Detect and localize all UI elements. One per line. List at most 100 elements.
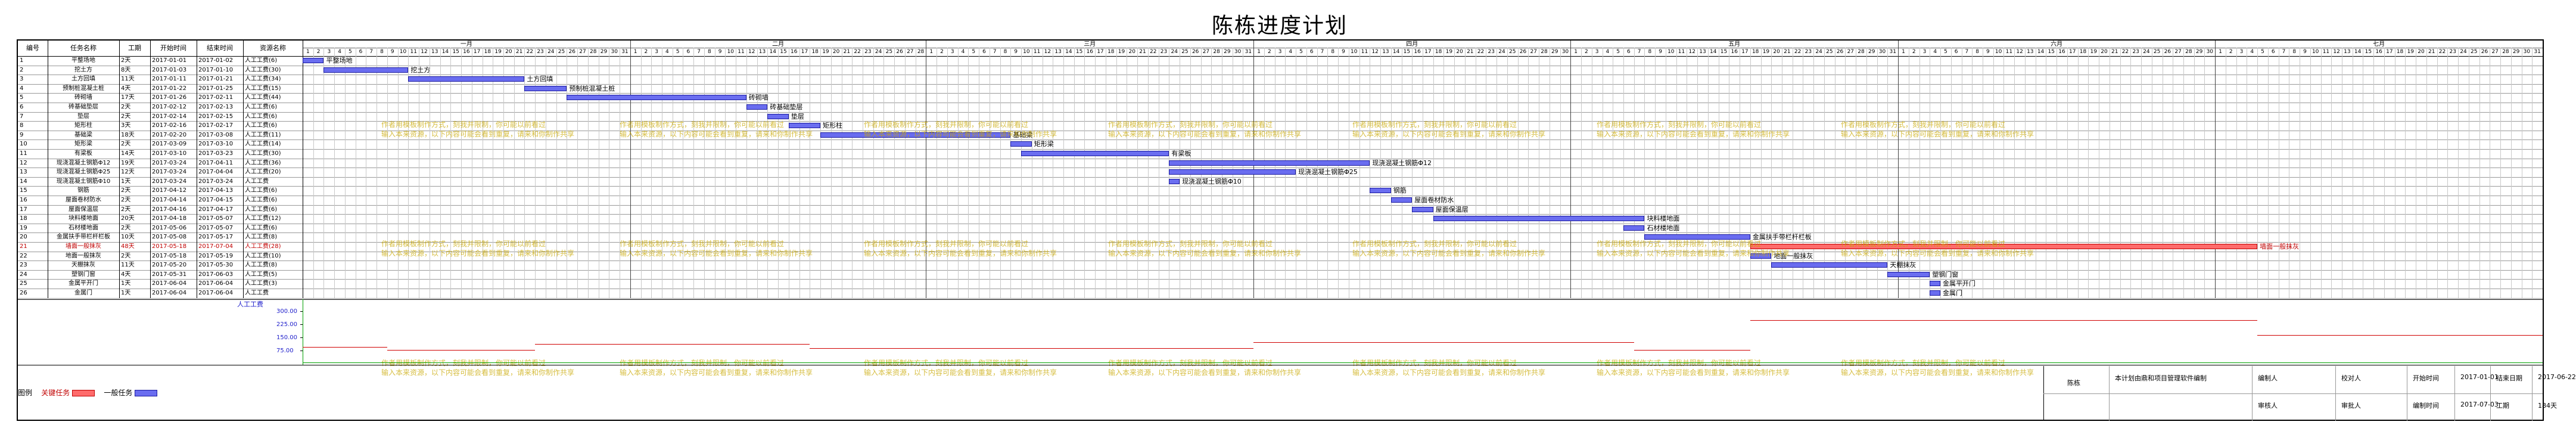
task-bar[interactable] [1021, 151, 1169, 156]
task-end: 2017-05-17 [198, 234, 234, 241]
task-bar[interactable] [788, 123, 821, 129]
day-number: 9 [1014, 49, 1018, 55]
task-no: 2 [20, 66, 24, 73]
task-res: 人工工费 [245, 178, 269, 185]
task-bar[interactable] [1370, 188, 1391, 194]
resource-step [387, 349, 536, 351]
task-no: 18 [20, 215, 27, 222]
task-bar[interactable] [1412, 206, 1433, 212]
task-bar[interactable] [567, 95, 746, 101]
day-number: 22 [2121, 49, 2129, 55]
task-dur: 1天 [121, 178, 131, 185]
day-number: 24 [1171, 49, 1178, 55]
day-number: 12 [2333, 49, 2340, 55]
task-bar[interactable] [1169, 178, 1180, 184]
watermark-text: 输入本来资源，以下内容可能会看到重复，请来和你制作共享 [1108, 368, 1302, 377]
task-bar[interactable] [303, 58, 324, 63]
task-no: 5 [20, 94, 24, 101]
day-gridline [387, 48, 388, 298]
day-gridline [1507, 48, 1508, 298]
day-number: 14 [2037, 49, 2045, 55]
day-number: 2 [1267, 49, 1271, 55]
day-number: 26 [1519, 49, 1527, 55]
resource-axis-label: 225.00 [276, 321, 297, 328]
task-bar[interactable] [1930, 281, 1941, 287]
day-number: 18 [1751, 49, 1759, 55]
month-label: 五月 [1728, 41, 1741, 48]
row-divider [18, 121, 2543, 122]
task-end: 2017-04-17 [198, 206, 234, 213]
task-bar-label: 有梁板 [1171, 150, 1191, 157]
task-bar[interactable] [1169, 169, 1296, 175]
task-bar[interactable] [746, 104, 768, 110]
task-start: 2017-03-24 [152, 178, 187, 185]
day-number: 19 [1118, 49, 1125, 55]
task-bar[interactable] [1930, 290, 1941, 296]
day-gridline [577, 48, 578, 298]
day-gridline [1623, 48, 1624, 298]
task-bar[interactable] [820, 132, 1011, 138]
day-gridline [1063, 48, 1064, 298]
task-end: 2017-01-21 [198, 76, 234, 83]
day-number: 27 [1202, 49, 1210, 55]
day-number: 2 [644, 49, 648, 55]
task-bar[interactable] [1887, 271, 1930, 277]
day-gridline [2331, 48, 2332, 298]
footer-note: 本计划由鼎和项目管理软件编制 [2115, 374, 2207, 382]
task-dur: 19天 [121, 159, 135, 166]
day-number: 12 [748, 49, 755, 55]
watermark-text: 输入本来资源，以下内容可能会看到重复，请来和你制作共享 [1841, 130, 2034, 138]
task-bar[interactable] [1623, 225, 1645, 231]
task-dur: 2天 [121, 57, 131, 64]
day-number: 18 [484, 49, 491, 55]
day-gridline [651, 48, 652, 298]
day-number: 6 [1309, 49, 1314, 55]
day-gridline [947, 48, 948, 298]
day-number: 1 [306, 49, 310, 55]
day-gridline [1390, 48, 1392, 298]
task-start: 2017-06-04 [152, 280, 187, 287]
day-number: 21 [1784, 49, 1791, 55]
day-number: 10 [2311, 49, 2319, 55]
watermark-text: 输入本来资源，以下内容可能会看到重复，请来和你制作共享 [381, 368, 575, 377]
task-bar[interactable] [1010, 141, 1032, 147]
legend: 图例 关键任务 一般任务 [18, 387, 158, 398]
task-dur: 2天 [121, 104, 131, 110]
task-bar[interactable] [408, 76, 525, 82]
row-divider [18, 83, 2543, 85]
task-bar[interactable] [524, 85, 567, 91]
day-gridline [883, 48, 885, 298]
task-bar[interactable] [1390, 197, 1413, 203]
day-gridline [2067, 48, 2068, 298]
day-gridline [746, 48, 747, 298]
footer-reviewer: 审核人 [2258, 401, 2278, 410]
task-no: 16 [20, 197, 27, 203]
resource-step [1750, 320, 2258, 321]
task-start: 2017-01-01 [152, 57, 187, 64]
day-number: 14 [2354, 49, 2362, 55]
header-resource: 资源名称 [260, 44, 286, 52]
task-start: 2017-03-24 [152, 159, 187, 166]
task-no: 7 [20, 113, 24, 120]
watermark-text: 输入本来资源，以下内容可能会看到重复，请来和你制作共享 [620, 130, 813, 138]
day-gridline [2194, 48, 2195, 298]
task-start: 2017-05-18 [152, 252, 187, 259]
day-number: 31 [621, 49, 629, 55]
day-gridline [2204, 48, 2205, 298]
task-bar[interactable] [1771, 262, 1888, 268]
task-dur: 3天 [121, 122, 131, 129]
task-bar[interactable] [1169, 160, 1370, 166]
day-gridline [2310, 48, 2311, 298]
task-start: 2017-03-09 [152, 141, 187, 148]
day-number: 21 [1467, 49, 1474, 55]
task-bar[interactable] [323, 67, 409, 73]
day-number: 7 [993, 49, 997, 55]
task-bar[interactable] [767, 113, 789, 119]
task-bar[interactable] [1433, 216, 1645, 222]
task-bar[interactable] [1644, 234, 1750, 240]
task-bar[interactable] [1750, 253, 1772, 259]
row-divider [18, 93, 2543, 94]
task-bar[interactable] [1750, 244, 2258, 249]
day-gridline [1845, 48, 1846, 298]
